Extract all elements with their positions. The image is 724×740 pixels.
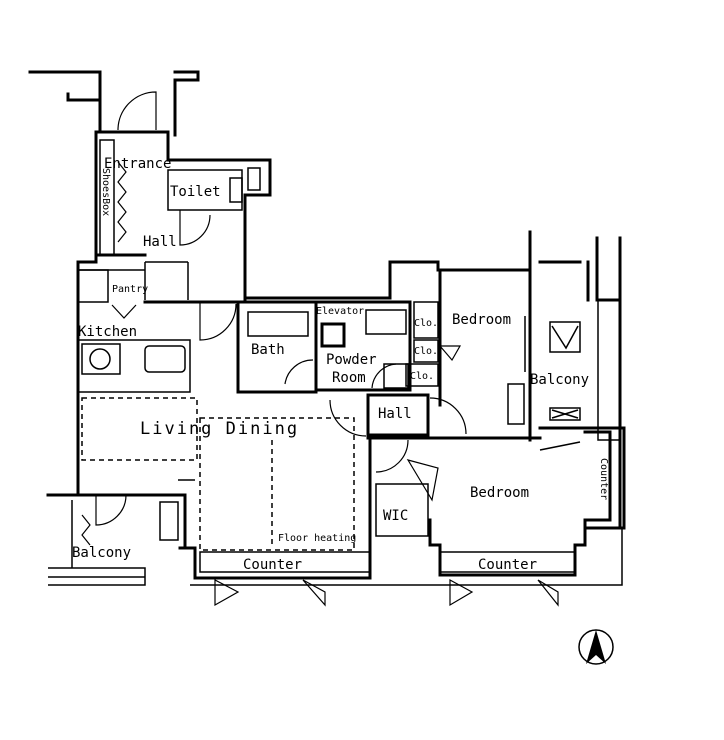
label-hall-center: Hall xyxy=(378,406,412,422)
label-bedroom-north: Bedroom xyxy=(452,312,511,328)
label-wic: WIC xyxy=(383,508,408,524)
label-elevator: Elevator xyxy=(316,306,364,317)
label-counter-living: Counter xyxy=(243,557,302,573)
label-hall-north: Hall xyxy=(143,234,177,250)
label-living-dining: Living Dining xyxy=(140,419,299,439)
label-closet-2: Clo. xyxy=(414,346,438,357)
doors xyxy=(81,91,559,607)
interior-walls xyxy=(77,139,542,547)
label-kitchen: Kitchen xyxy=(78,324,137,340)
label-closet-3: Clo. xyxy=(410,371,434,382)
counters xyxy=(199,551,576,573)
label-counter-bedroom: Counter xyxy=(478,557,537,573)
label-balcony-west: Balcony xyxy=(72,545,131,561)
label-bedroom-south: Bedroom xyxy=(470,485,529,501)
label-counter-east: Counter xyxy=(598,458,609,500)
label-closet-1: Clo. xyxy=(414,318,438,329)
label-bath: Bath xyxy=(251,342,285,358)
dashed-zones xyxy=(81,397,355,551)
label-floor-heating: Floor heating xyxy=(278,533,356,544)
north-arrow-icon xyxy=(578,629,614,665)
label-powder-room-2: Room xyxy=(332,370,366,386)
balcony-equipment xyxy=(539,299,621,451)
room-labels: Entrance ShoesBox Toilet Hall Pantry Kit… xyxy=(72,156,609,573)
label-balcony-east: Balcony xyxy=(530,372,589,388)
label-entrance: Entrance xyxy=(104,156,171,172)
label-toilet: Toilet xyxy=(170,184,221,200)
label-pantry: Pantry xyxy=(112,284,148,295)
label-shoes-box: ShoesBox xyxy=(100,168,111,216)
label-powder-room-1: Powder xyxy=(326,352,377,368)
